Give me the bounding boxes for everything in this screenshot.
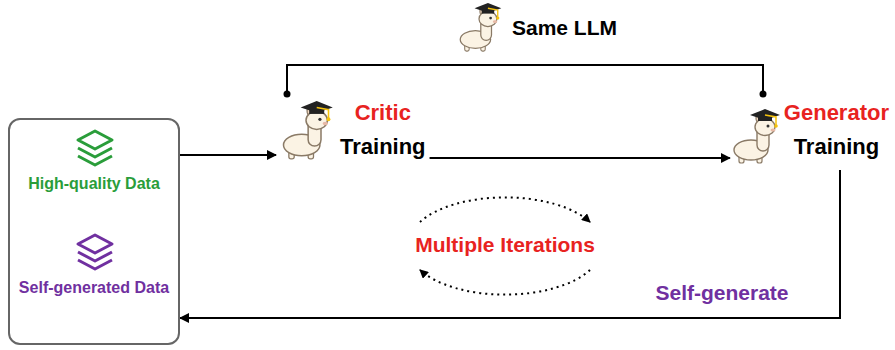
stack-icon [75, 232, 115, 272]
node-text: High-quality Data [14, 172, 174, 196]
data-pool-box: High-quality DataSelf-generated Data [8, 118, 180, 345]
critic-group: CriticTraining [276, 92, 430, 168]
iteration-arc [420, 197, 590, 222]
llama-icon [278, 100, 334, 160]
node-text: Self-generated Data [14, 276, 174, 300]
edge-label: Self-generate [652, 281, 791, 305]
node-text: Training [340, 130, 426, 164]
generator-group: GeneratorTraining [730, 94, 891, 170]
bracket-dot [760, 91, 767, 98]
iteration-arc [420, 270, 590, 295]
llama-icon [460, 3, 501, 51]
llama-icon [730, 108, 780, 164]
flow-arrow [430, 157, 730, 159]
bracket-dot [284, 91, 291, 98]
flow-arrow [180, 154, 276, 156]
shared-bracket [287, 65, 763, 93]
node-text: Generator [784, 96, 889, 130]
node-text: Critic [340, 96, 426, 130]
shared-model-label: Same LLM [512, 16, 617, 40]
iteration-label: Multiple Iterations [415, 233, 595, 257]
node-text: Training [784, 130, 889, 164]
flow-arrow [180, 170, 840, 318]
stack-icon [75, 128, 115, 168]
